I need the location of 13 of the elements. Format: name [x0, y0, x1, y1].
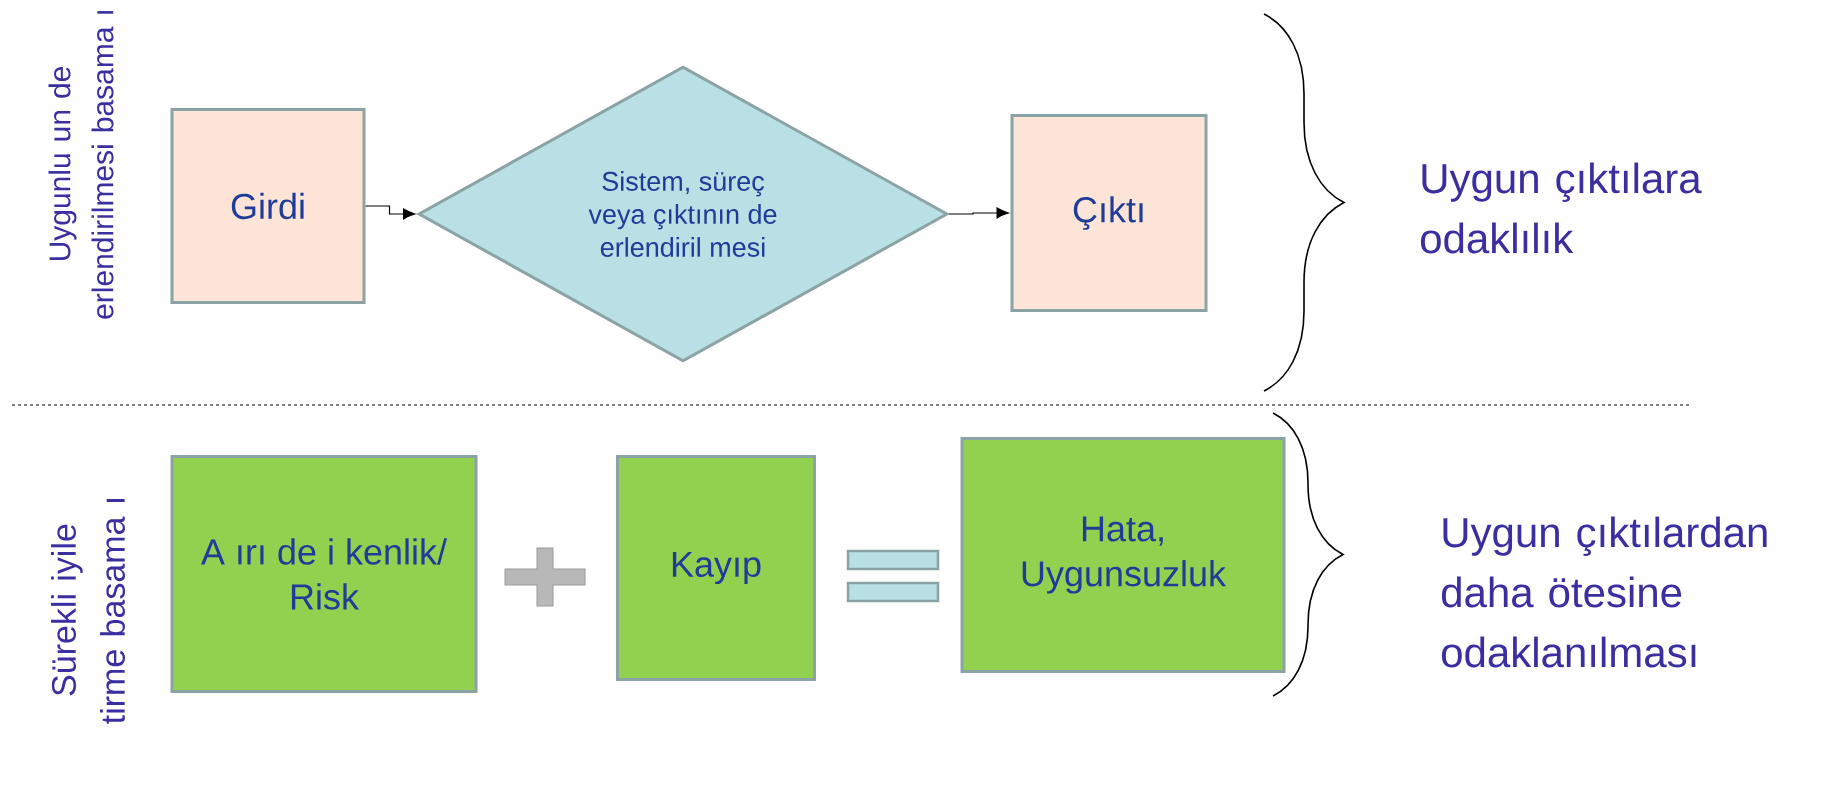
process-box: A ırı de i kenlik/ Risk: [170, 455, 478, 693]
side-label: Uygun çıktılardan daha ötesine odaklanılması: [1441, 516, 1767, 668]
arrow: [364, 205, 416, 220]
process-box: Kayıp: [616, 455, 816, 681]
process-box: Çıktı: [1010, 114, 1208, 312]
equals-sign: [846, 549, 940, 603]
process-box: Hata, Uygunsuzluk: [960, 437, 1286, 673]
side-label: Uygunlu un de erlendirilmesi basama ı: [48, 11, 114, 319]
side-label: Sürekli iyile tirme basama ı: [51, 499, 125, 724]
plus-sign: [504, 547, 586, 607]
arrow: [948, 207, 1009, 219]
process-box: Girdi: [170, 108, 366, 304]
side-label: Uygun çıktılara odaklılık: [1420, 162, 1702, 254]
